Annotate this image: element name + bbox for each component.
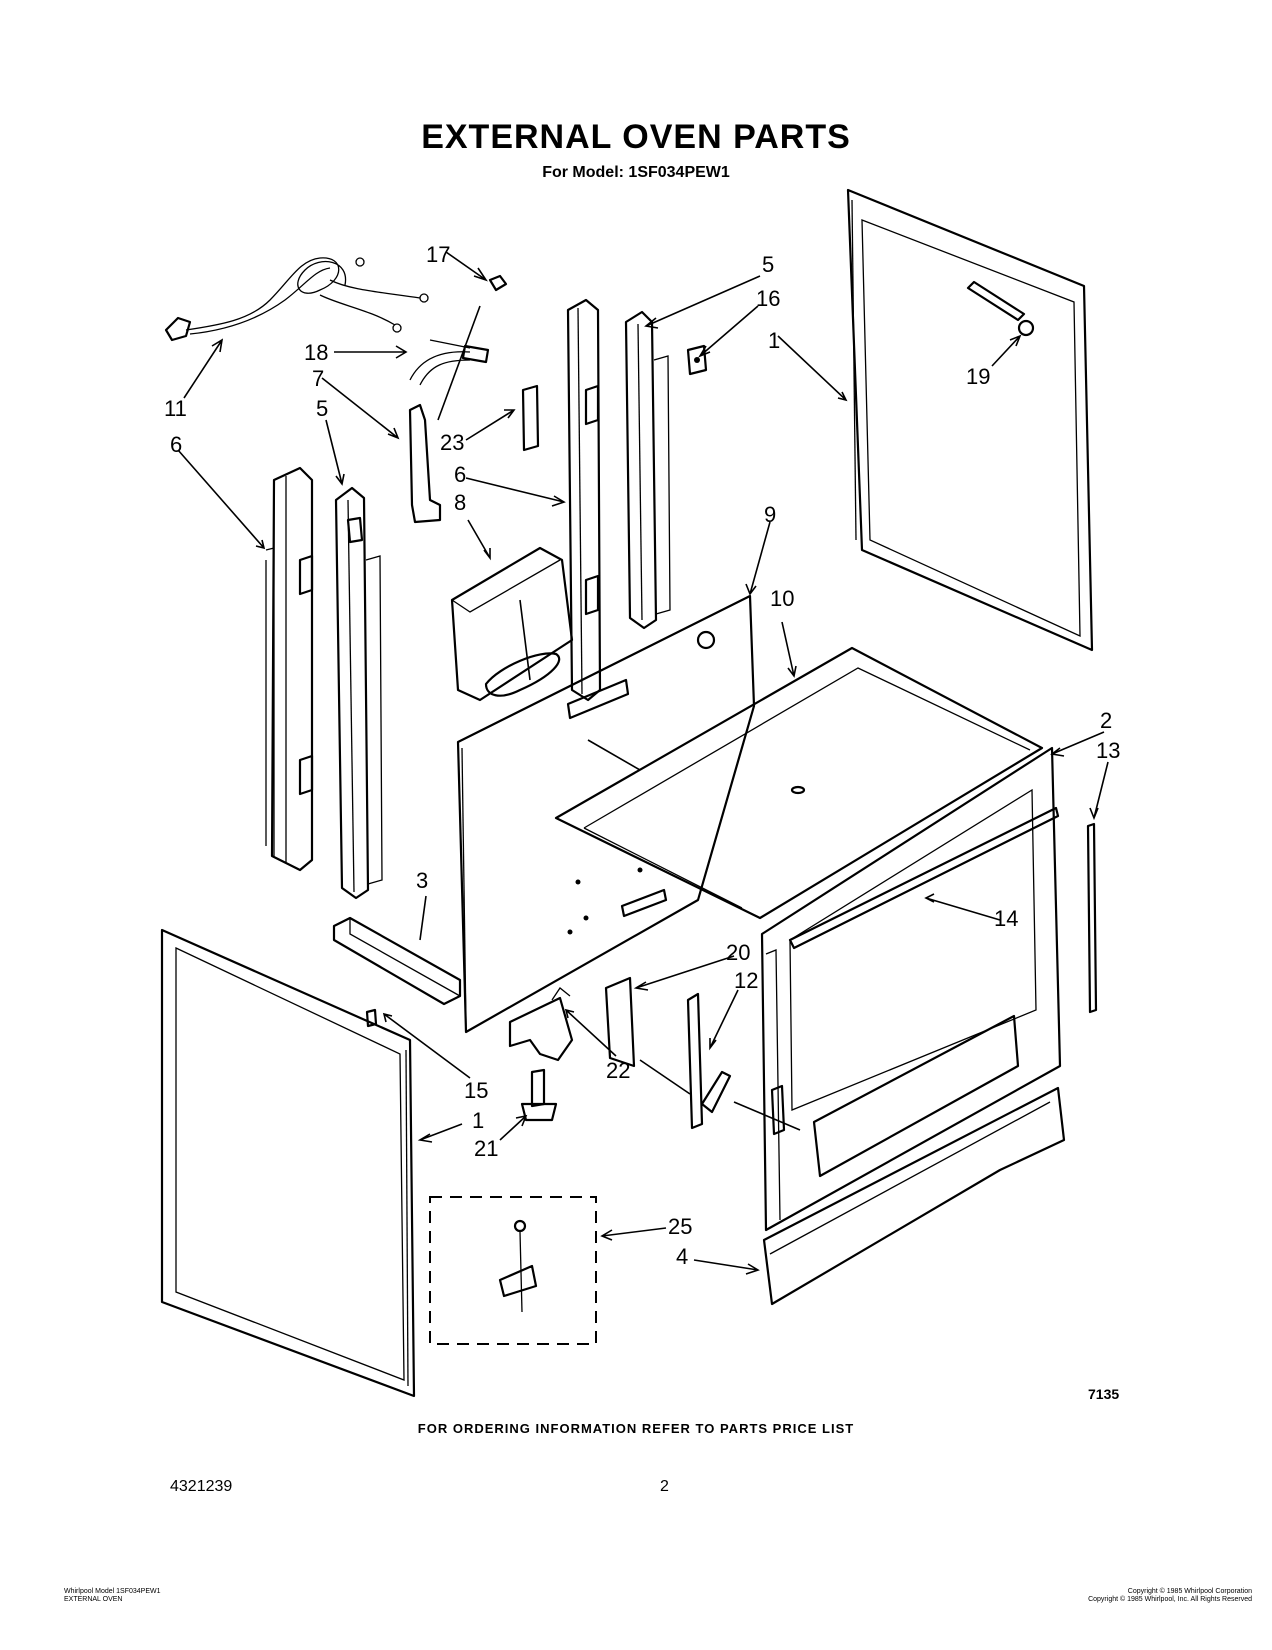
callout-6-left: 6 bbox=[170, 432, 182, 457]
callout-18: 18 bbox=[304, 340, 328, 365]
callout-3: 3 bbox=[416, 868, 428, 893]
page-title: EXTERNAL OVEN PARTS bbox=[421, 118, 851, 156]
callout-11: 11 bbox=[164, 396, 187, 421]
callout-13: 13 bbox=[1096, 738, 1120, 763]
side-frame-left bbox=[265, 466, 314, 872]
side-panel-left bbox=[160, 928, 416, 1398]
ordering-note: FOR ORDERING INFORMATION REFER TO PARTS … bbox=[417, 1421, 855, 1436]
callout-17: 17 bbox=[426, 242, 450, 267]
callout-7: 7 bbox=[312, 366, 324, 391]
footer-copyright: Copyright © 1985 Whirlpool Corporation C… bbox=[1088, 1588, 1252, 1604]
callout-23: 23 bbox=[440, 430, 464, 455]
hardware-kit-box-25 bbox=[429, 1196, 597, 1345]
leveling-leg-21 bbox=[520, 1068, 558, 1122]
kick-plate-4 bbox=[762, 1086, 1066, 1306]
side-panel-right bbox=[846, 188, 1094, 652]
bar-part-23 bbox=[521, 384, 540, 452]
callout-21: 21 bbox=[474, 1136, 498, 1161]
footer-model-note: Whirlpool Model 1SF034PEW1 EXTERNAL OVEN bbox=[64, 1588, 161, 1604]
callout-22: 22 bbox=[606, 1058, 630, 1083]
front-frame-2 bbox=[760, 746, 1062, 1232]
callout-6-rear: 6 bbox=[454, 462, 466, 487]
callout-5-left: 5 bbox=[316, 396, 328, 421]
rod-part-14 bbox=[788, 806, 1060, 950]
power-cord-harness bbox=[164, 257, 429, 342]
callout-15: 15 bbox=[464, 1078, 488, 1103]
callout-1-left: 1 bbox=[472, 1108, 484, 1133]
document-number: 4321239 bbox=[170, 1478, 233, 1495]
callout-9: 9 bbox=[764, 502, 776, 527]
footer-section-line: EXTERNAL OVEN bbox=[64, 1596, 123, 1603]
model-subtitle: For Model: 1SF034PEW1 bbox=[542, 164, 730, 181]
callout-20: 20 bbox=[726, 940, 750, 965]
support-rail-3 bbox=[332, 916, 462, 1006]
leader-lines bbox=[177, 251, 1109, 1275]
footer-model-line: Whirlpool Model 1SF034PEW1 bbox=[64, 1588, 161, 1595]
rear-panel-9 bbox=[456, 594, 756, 1034]
callout-19: 19 bbox=[966, 364, 990, 389]
bracket-part-22 bbox=[508, 987, 574, 1062]
callout-5-rear: 5 bbox=[762, 252, 774, 277]
callout-2: 2 bbox=[1100, 708, 1112, 733]
vent-duct-8 bbox=[450, 546, 574, 702]
slide-rail-left bbox=[334, 486, 383, 900]
hardware-kit-fastener bbox=[498, 1219, 538, 1313]
top-panel-10 bbox=[554, 646, 1044, 920]
copyright-line-2: Copyright © 1985 Whirlpool, Inc. All Rig… bbox=[1088, 1596, 1252, 1603]
callout-4: 4 bbox=[676, 1244, 688, 1269]
callout-8: 8 bbox=[454, 490, 466, 515]
slide-rail-rear bbox=[624, 310, 671, 630]
callout-1-right: 1 bbox=[768, 328, 780, 353]
copyright-line-1: Copyright © 1985 Whirlpool Corporation bbox=[1127, 1588, 1252, 1595]
callout-25: 25 bbox=[668, 1214, 692, 1239]
page-number: 2 bbox=[660, 1478, 669, 1495]
fastener-part-19 bbox=[966, 280, 1035, 337]
drawing-code: 7135 bbox=[1088, 1386, 1120, 1402]
clip-part-16 bbox=[686, 344, 708, 376]
callout-14: 14 bbox=[994, 906, 1018, 931]
callout-12: 12 bbox=[734, 968, 758, 993]
bracket-part-20 bbox=[604, 976, 636, 1068]
bracket-part-7 bbox=[408, 403, 442, 524]
wire-connector-18 bbox=[409, 339, 490, 386]
callout-16: 16 bbox=[756, 286, 780, 311]
clip-part-17 bbox=[488, 274, 508, 292]
strip-part-13 bbox=[1086, 822, 1098, 1014]
hinge-bar-12 bbox=[686, 992, 732, 1130]
callout-labels: 17 5 16 1 19 18 7 11 5 6 23 6 8 9 10 2 1… bbox=[164, 242, 1120, 1269]
callout-10: 10 bbox=[770, 586, 794, 611]
